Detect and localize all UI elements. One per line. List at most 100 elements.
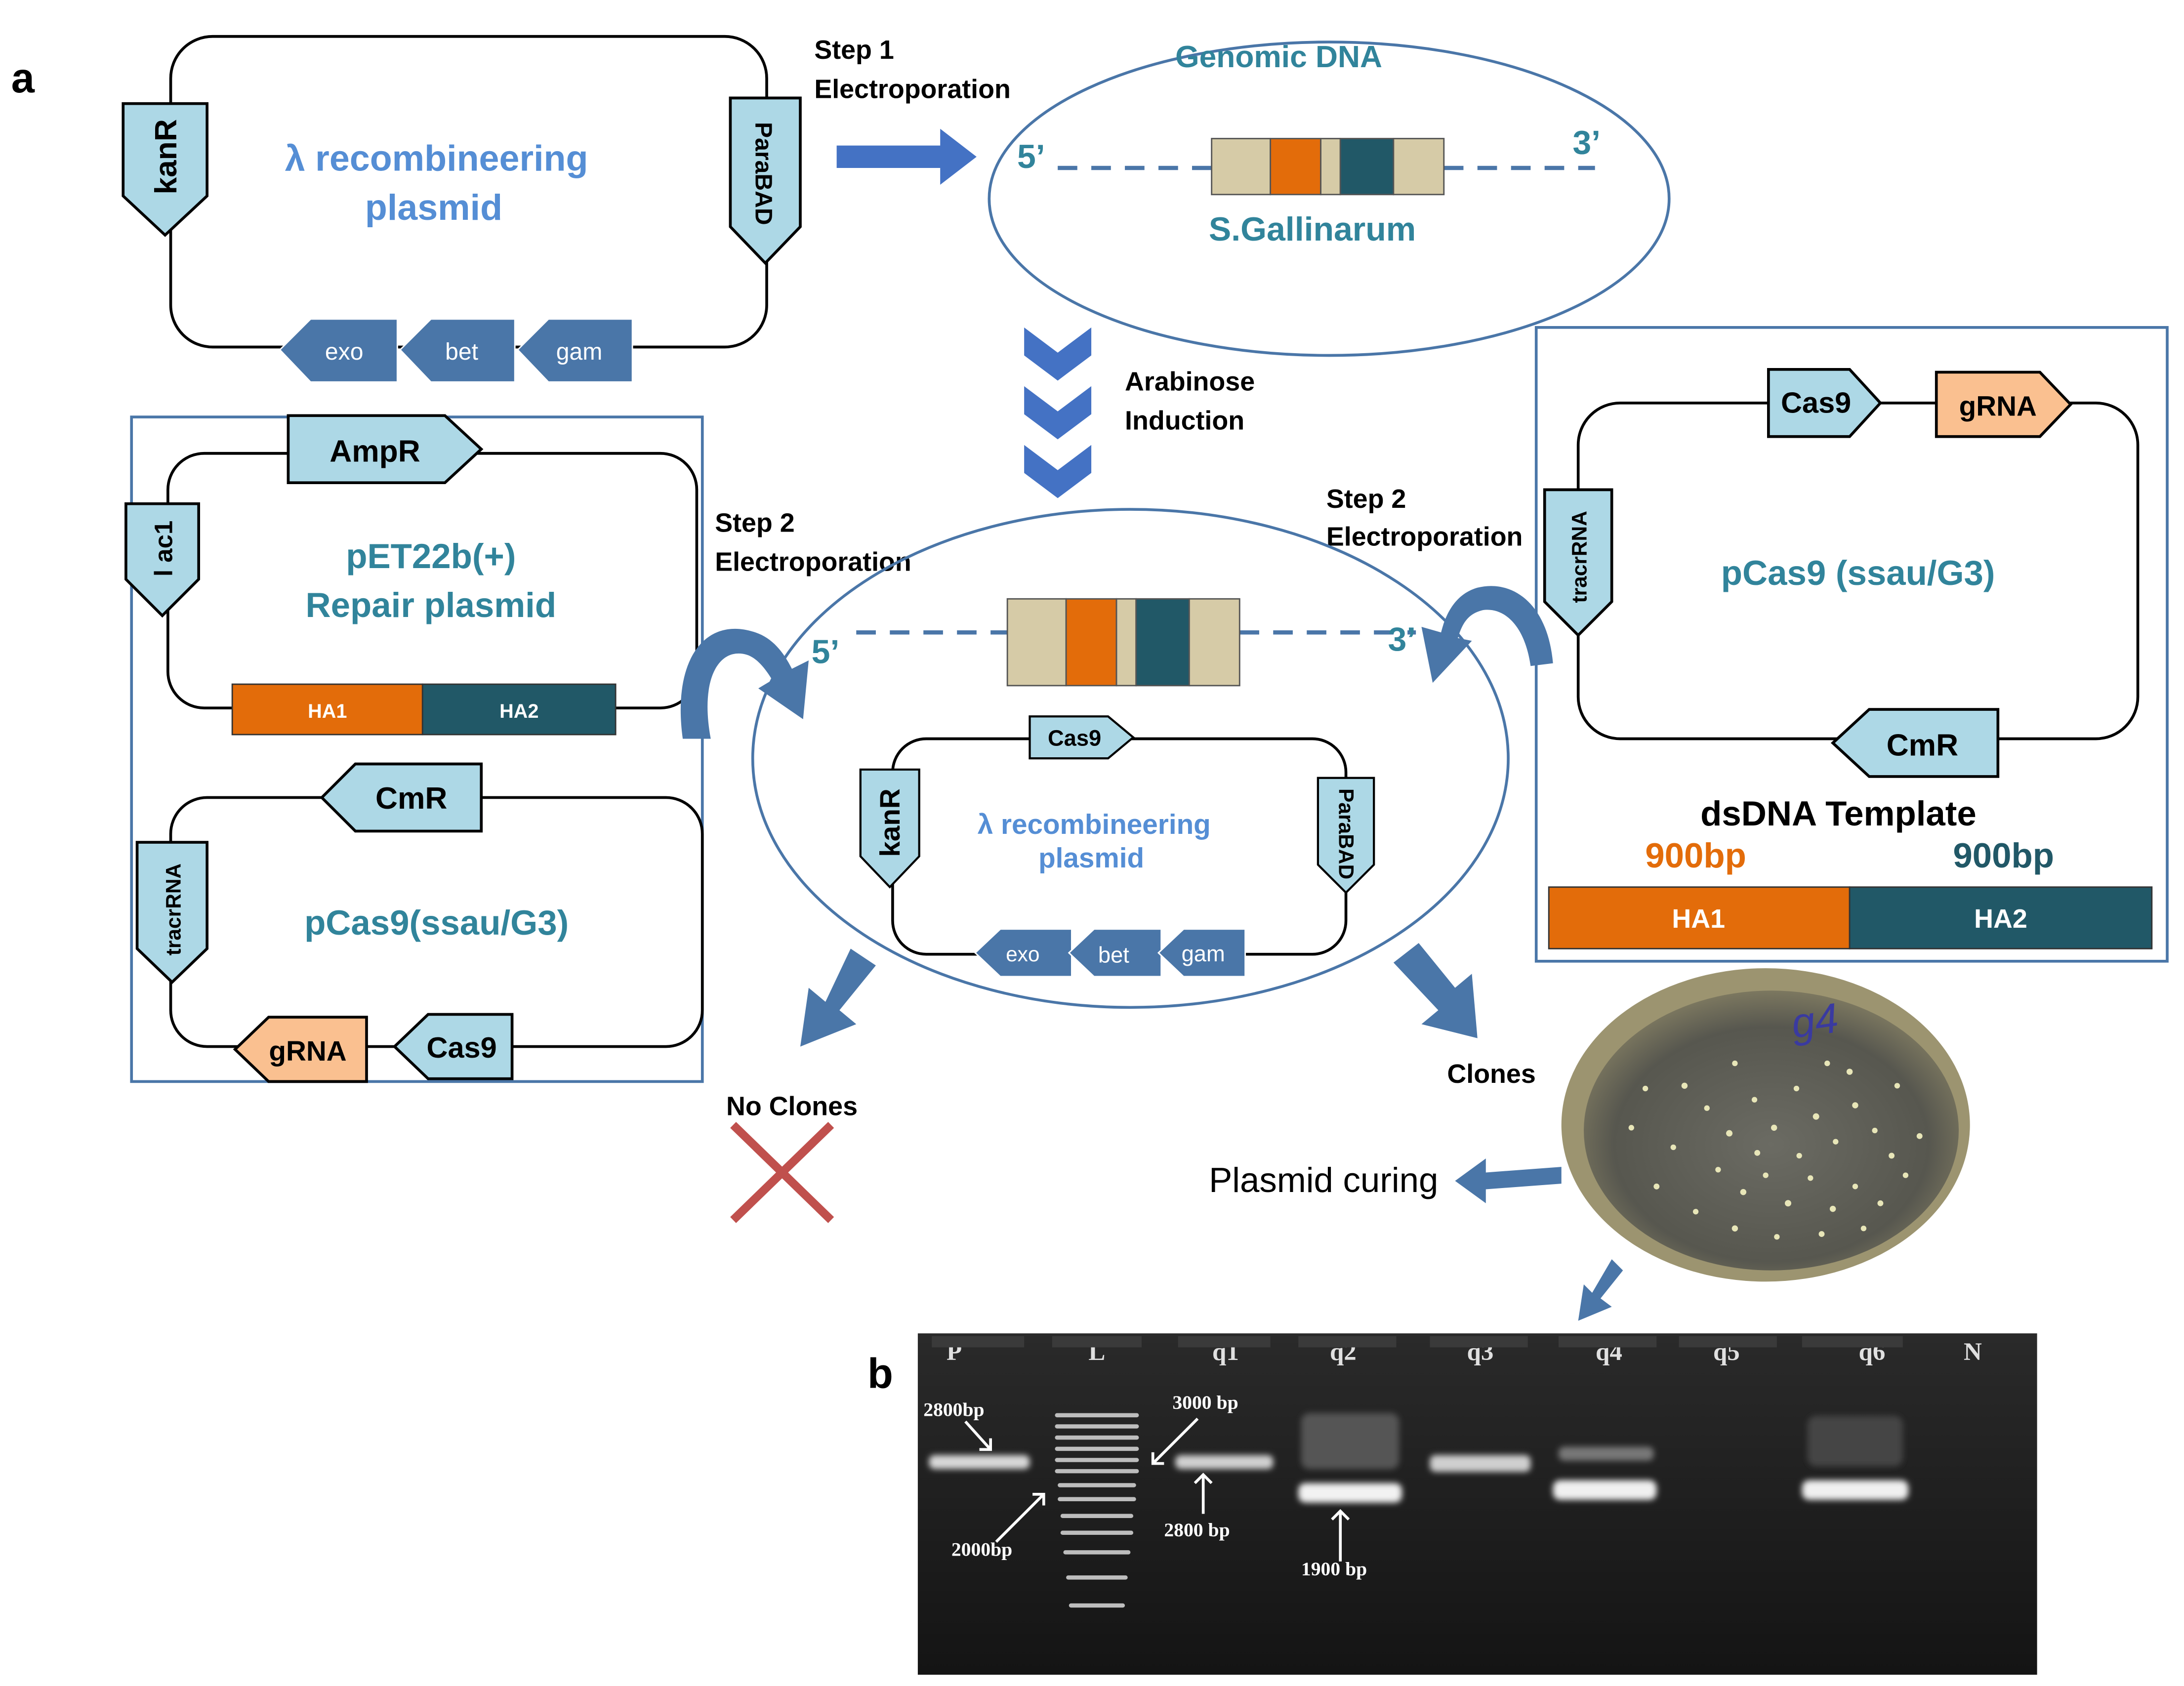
cross-icon (730, 1122, 834, 1223)
cas9-right-label: Cas9 (1781, 386, 1851, 419)
template-ha2-label: HA2 (1974, 904, 2027, 934)
band-q1 (1175, 1455, 1274, 1469)
plasmid-curing-arrow (1455, 1158, 1562, 1203)
template-ha2 (1849, 886, 2153, 949)
label-1900: 1900 bp (1301, 1558, 1367, 1580)
band-q3 (1430, 1455, 1531, 1472)
tracrRNA-right-label: tracrRNA (1568, 511, 1592, 603)
plate-agar (1584, 990, 1959, 1271)
genomic-ellipse (988, 41, 1671, 357)
gRNA-left-label: gRNA (269, 1036, 346, 1067)
cmR-right-box (1830, 708, 2000, 778)
ampR-label: AmpR (330, 435, 420, 469)
repair-box-frame (130, 415, 704, 1083)
gam-gene (516, 318, 633, 383)
parabad-label: ParaBAD (750, 122, 777, 225)
plate-to-gel-arrow (1578, 1259, 1623, 1321)
center-gam-label: gam (1182, 941, 1225, 966)
step2-left-line1: Step 2 (715, 508, 794, 537)
gRNA-left-box (233, 1016, 368, 1083)
panel-label-a: a (11, 55, 35, 102)
dsdna-template-title: dsDNA Template (1700, 794, 1977, 833)
center-plasmid-title-1: λ recombineering (978, 809, 1211, 840)
pet22b-title-1: pET22b(+) (346, 537, 516, 576)
no-clones-label: No Clones (726, 1091, 858, 1121)
step1-line2: Electroporation (814, 74, 1011, 104)
template-ha1 (1548, 886, 1851, 949)
genomic-3prime: 3’ (1572, 124, 1601, 162)
tracrRNA-right-box (1543, 488, 1613, 637)
genomic-segment-3 (1393, 138, 1445, 196)
repair-ha2-label: HA2 (499, 700, 538, 722)
genomic-segment-1 (1211, 138, 1272, 196)
center-kanR-label: kanR (875, 788, 906, 857)
arabinose-chevrons (1024, 327, 1092, 498)
pcas9-right-title: pCas9 (ssau/G3) (1721, 554, 1995, 593)
template-ha1-label: HA1 (1672, 904, 1725, 934)
center-parabad-box (1317, 777, 1375, 895)
center-cas9-label: Cas9 (1048, 726, 1101, 751)
step1-arrow (836, 128, 977, 185)
lac-box (124, 502, 200, 618)
genomic-strain: S.Gallinarum (1209, 210, 1416, 248)
chevron-2 (1024, 386, 1092, 440)
step1-line1: Step 1 (814, 35, 894, 65)
exo-label: exo (325, 338, 364, 365)
label-3000: 3000 bp (1172, 1392, 1238, 1413)
right-box-frame (1534, 326, 2169, 963)
cas9-left-label: Cas9 (427, 1031, 497, 1064)
step2-right-line1: Step 2 (1326, 484, 1406, 514)
genomic-segment-teal (1339, 138, 1395, 196)
arabinose-line2: Induction (1125, 406, 1244, 436)
cas9-left-box (392, 1013, 514, 1080)
genomic-dna-cell: Genomic DNA 5’ 3’ S.Gallinarum (988, 40, 1671, 357)
band-q4-upper (1559, 1446, 1654, 1461)
band-q6-smear (1808, 1416, 1903, 1467)
lambda-plasmid-title-2: plasmid (365, 187, 502, 228)
band-q2 (1298, 1483, 1402, 1503)
parabad-box (729, 96, 802, 265)
lambda-plasmid: kanR ParaBAD λ recombineering plasmid ex… (122, 35, 802, 383)
clones-label: Clones (1447, 1059, 1535, 1089)
chevron-1 (1024, 327, 1092, 381)
kanR-box (122, 102, 208, 237)
lambda-plasmid-title-1: λ recombineering (285, 138, 588, 179)
label-2800-left: 2800bp (923, 1398, 984, 1420)
center-bet-label: bet (1098, 943, 1129, 968)
genomic-segment-orange (1270, 138, 1321, 196)
curved-arrow-right (1421, 586, 1553, 683)
gel-bands (929, 1413, 1909, 1503)
center-cell: 5’ 3’ Cas9 kanR ParaBAD λ recombineering… (751, 508, 1510, 1009)
gel-background (917, 1333, 2037, 1675)
gam-label: gam (556, 338, 603, 365)
center-5prime: 5’ (812, 633, 840, 671)
gel-annotations: 2800bp 2000bp 3000 bp 2800 bp 1900 bp (923, 1392, 1367, 1580)
bet-gene (399, 318, 516, 383)
exo-gene (279, 318, 398, 383)
gel-wells (932, 1336, 1903, 1348)
band-q4 (1553, 1480, 1657, 1500)
center-segment-1 (1006, 598, 1067, 687)
cas9-right-box (1767, 368, 1883, 438)
plate-label: g4 (1788, 994, 1841, 1047)
center-kanR-box (859, 768, 920, 889)
genomic-5prime: 5’ (1017, 138, 1045, 175)
genomic-title: Genomic DNA (1175, 40, 1382, 74)
bp-right-label: 900bp (1953, 836, 2054, 875)
cmR-left-box (320, 762, 483, 833)
petri-plate: g4 (1561, 968, 1970, 1282)
repair-ha2 (421, 683, 617, 736)
gRNA-right-box (1935, 370, 2073, 438)
lac-label: l ac1 (149, 521, 177, 576)
ampR-box (287, 414, 484, 485)
gel-pointer-arrows (964, 1417, 1350, 1562)
chevron-3 (1024, 445, 1092, 498)
center-3prime: 3’ (1388, 620, 1416, 658)
center-gam-gene (1157, 928, 1246, 978)
center-plasmid-title-2: plasmid (1038, 843, 1144, 874)
genomic-segment-2 (1320, 138, 1341, 196)
pcas9-left-title: pCas9(ssau/G3) (304, 904, 569, 943)
center-segment-3 (1188, 598, 1240, 687)
center-ellipse (751, 508, 1510, 1009)
